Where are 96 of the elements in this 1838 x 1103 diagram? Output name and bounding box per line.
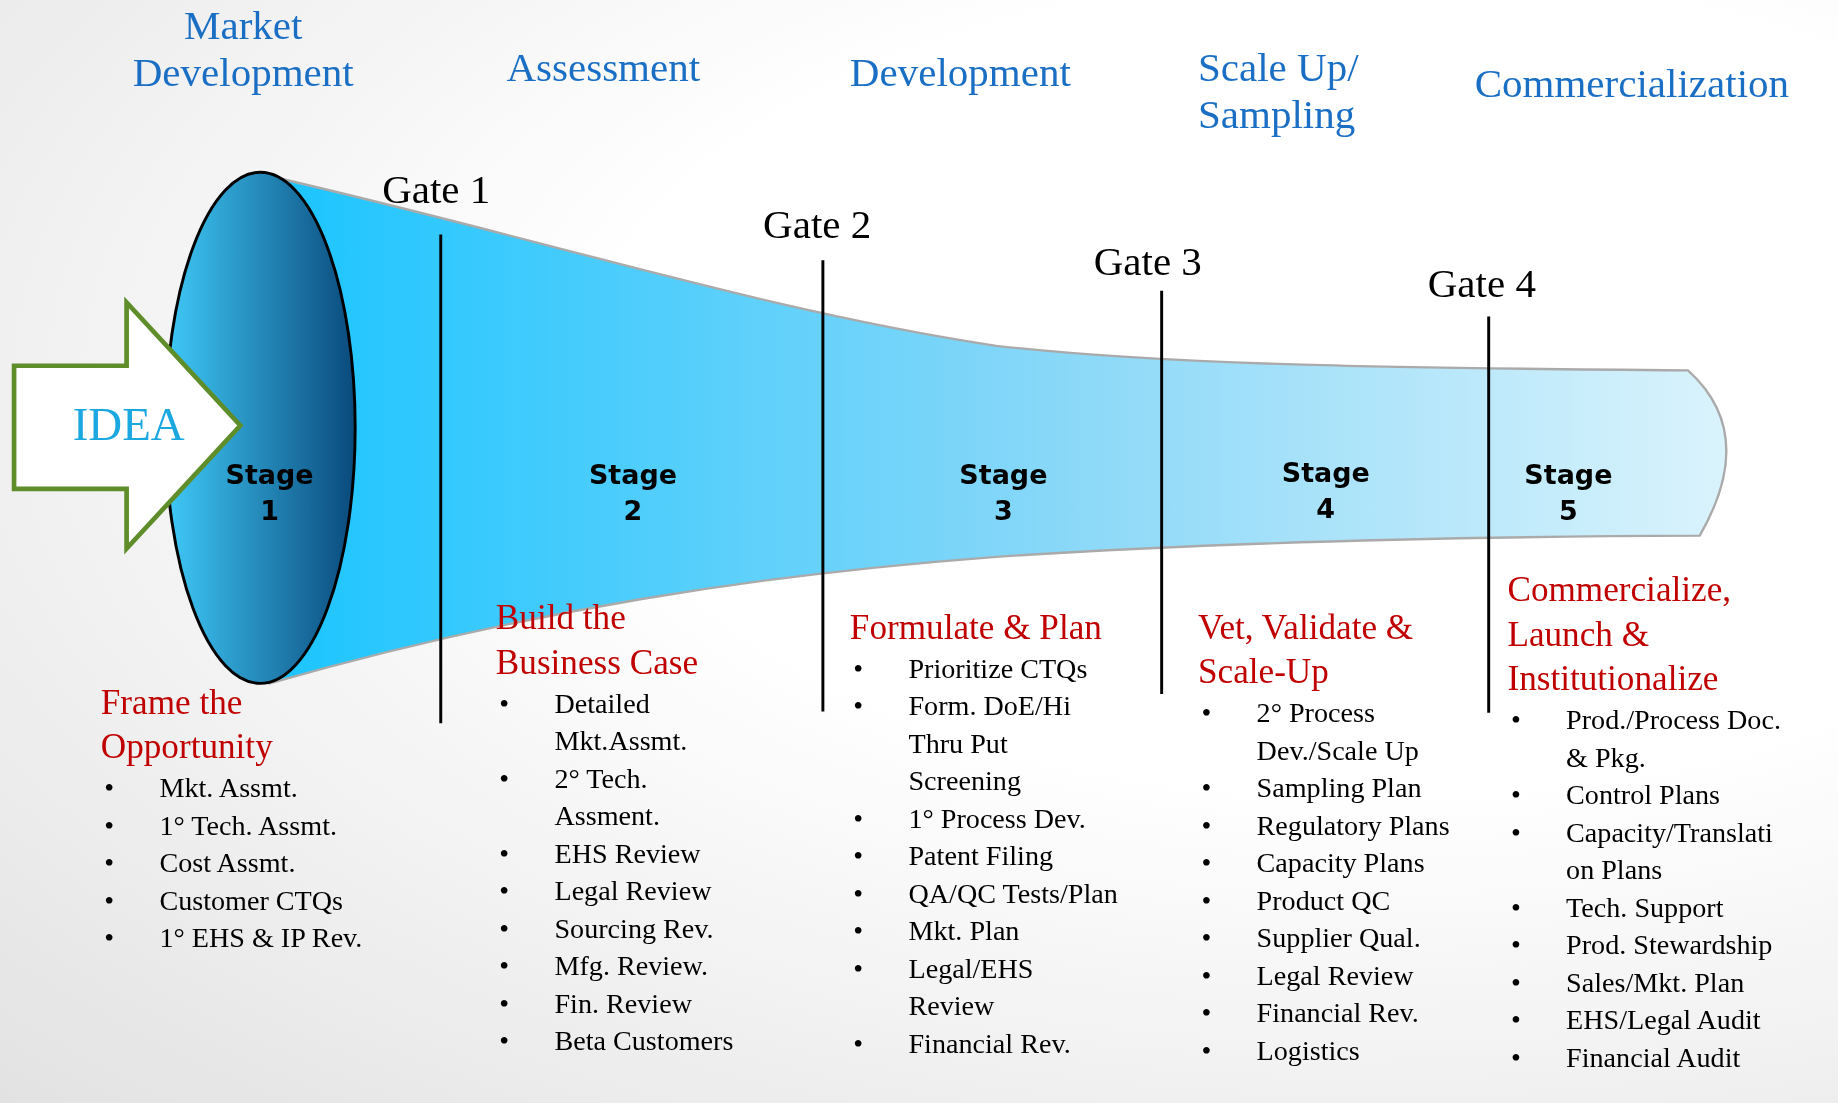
bullet: • — [499, 912, 511, 946]
gate-label: Gate 4 — [1427, 260, 1536, 308]
bullet: • — [853, 1027, 865, 1061]
list-item: Regulatory Plans — [1256, 809, 1451, 843]
stage-heading: Formulate & Plan — [849, 606, 1103, 648]
list-item: 2° Tech. Assment. — [554, 762, 661, 834]
bullet: • — [499, 762, 511, 796]
bullet: • — [853, 877, 865, 911]
stage-heading: Frame the Opportunity — [100, 681, 274, 768]
list-item: Capacity/Translati on Plans — [1566, 816, 1774, 887]
list-item: Detailed Mkt.Assmt. — [554, 687, 689, 759]
list-item: Financial Audit — [1566, 1041, 1742, 1075]
phase-heading: Development — [849, 49, 1072, 97]
bullet: • — [499, 837, 511, 871]
list-item: Prod./Process Doc. & Pkg. — [1566, 703, 1782, 775]
bullet: • — [1201, 696, 1213, 730]
phase-heading: Commercialization — [1474, 60, 1791, 108]
list-item: Product QC — [1256, 884, 1392, 918]
list-item: Mkt. Plan — [908, 914, 1021, 948]
phase-heading: Scale Up/ Sampling — [1198, 44, 1360, 139]
stage-label: Stage 1 — [224, 458, 315, 529]
bullet: • — [104, 884, 116, 918]
stage-label: Stage 5 — [1523, 458, 1614, 529]
list-item: EHS Review — [554, 837, 702, 871]
bullet: • — [853, 651, 865, 686]
stage-label: Stage 2 — [587, 458, 679, 529]
gate-label: Gate 3 — [1093, 239, 1202, 286]
phase-heading: Market Development — [131, 2, 355, 97]
bullet: • — [104, 809, 116, 843]
stage-heading: Build the Business Case — [495, 596, 700, 684]
bullet: • — [853, 689, 865, 723]
stage-label: Stage 3 — [958, 458, 1049, 529]
bullet: • — [1510, 1041, 1522, 1075]
list-item: Financial Rev. — [1256, 996, 1420, 1030]
bullet: • — [1201, 921, 1213, 955]
list-item: Mkt. Assmt. — [159, 771, 299, 805]
bullet: • — [1510, 1003, 1522, 1038]
bullet: • — [499, 874, 511, 909]
list-item: Sampling Plan — [1256, 771, 1423, 805]
bullet: • — [499, 687, 511, 721]
list-item: Cost Assmt. — [159, 846, 297, 880]
bullet: • — [853, 839, 865, 873]
idea-label: IDEA — [72, 398, 185, 451]
bullet: • — [1510, 816, 1522, 850]
stage-label: Stage 4 — [1280, 456, 1371, 526]
bullet: • — [1201, 959, 1213, 993]
list-item: Customer CTQs — [159, 884, 345, 918]
bullet: • — [1201, 809, 1213, 843]
bullet: • — [104, 921, 116, 955]
bullet: • — [1510, 928, 1522, 963]
list-item: 1° Tech. Assmt. — [159, 809, 338, 843]
list-item: Sourcing Rev. — [554, 912, 715, 946]
list-item: Mfg. Review. — [554, 949, 710, 984]
bullet: • — [499, 1024, 511, 1059]
bullet: • — [499, 987, 511, 1021]
list-item: Legal Review — [554, 874, 713, 909]
bullet: • — [853, 801, 865, 836]
list-item: Control Plans — [1566, 778, 1721, 812]
bullet: • — [104, 846, 116, 880]
bullet: • — [853, 952, 865, 986]
bullet: • — [1201, 884, 1213, 918]
list-item: 1° Process Dev. — [908, 801, 1087, 836]
list-item: Prioritize CTQs — [908, 651, 1089, 686]
list-item: 1° EHS & IP Rev. — [159, 921, 364, 955]
list-item: Sales/Mkt. Plan — [1566, 966, 1746, 1000]
bullet: • — [1510, 703, 1522, 737]
list-item: Tech. Support — [1566, 891, 1725, 925]
phase-heading: Assessment — [506, 44, 702, 92]
bullet: • — [1510, 778, 1522, 812]
stage-heading: Commercialize, Launch & Institutionalize — [1507, 568, 1733, 700]
gate-label: Gate 2 — [763, 201, 872, 249]
list-item: Beta Customers — [554, 1024, 735, 1059]
list-item: EHS/Legal Audit — [1566, 1003, 1762, 1038]
list-item: QA/QC Tests/Plan — [908, 877, 1119, 911]
bullet: • — [1510, 966, 1522, 1000]
list-item: Patent Filing — [908, 839, 1055, 873]
list-item: Prod. Stewardship — [1566, 928, 1774, 963]
stage-heading: Vet, Validate & Scale-Up — [1198, 606, 1415, 693]
list-item: Capacity Plans — [1256, 846, 1426, 880]
list-item: Legal/EHS Review — [908, 952, 1035, 1023]
bullet: • — [1201, 846, 1213, 880]
bullet: • — [1201, 1034, 1213, 1068]
bullet: • — [104, 771, 116, 805]
list-item: Supplier Qual. — [1256, 921, 1422, 955]
list-item: Form. DoE/Hi Thru Put Screening — [908, 689, 1072, 798]
bullet: • — [1201, 996, 1213, 1030]
list-item: Financial Rev. — [908, 1027, 1072, 1061]
bullet: • — [1510, 891, 1522, 925]
list-item: Logistics — [1256, 1034, 1361, 1068]
list-item: 2° Process Dev./Scale Up — [1256, 696, 1420, 768]
list-item: Legal Review — [1256, 959, 1415, 993]
list-item: Fin. Review — [554, 987, 693, 1021]
bullet: • — [1201, 771, 1213, 805]
bullet: • — [853, 914, 865, 948]
bullet: • — [499, 949, 511, 984]
gate-label: Gate 1 — [382, 166, 491, 214]
